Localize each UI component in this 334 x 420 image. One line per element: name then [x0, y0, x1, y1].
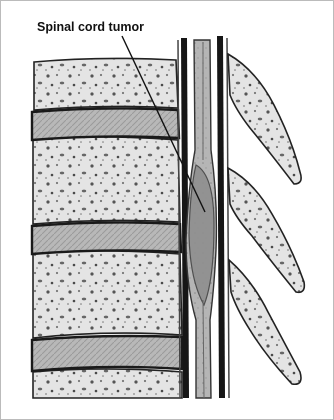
- vertebra-lower: [33, 251, 182, 338]
- posterior-dura: [220, 36, 222, 398]
- vertebra-middle: [33, 137, 180, 224]
- figure-label: Spinal cord tumor: [37, 20, 144, 34]
- disc-1: [32, 108, 179, 140]
- anterior-dura: [184, 38, 186, 398]
- vertebra-top: [34, 58, 178, 110]
- vertebra-bottom: [33, 369, 182, 398]
- disc-2: [32, 222, 181, 254]
- disc-3: [32, 336, 182, 371]
